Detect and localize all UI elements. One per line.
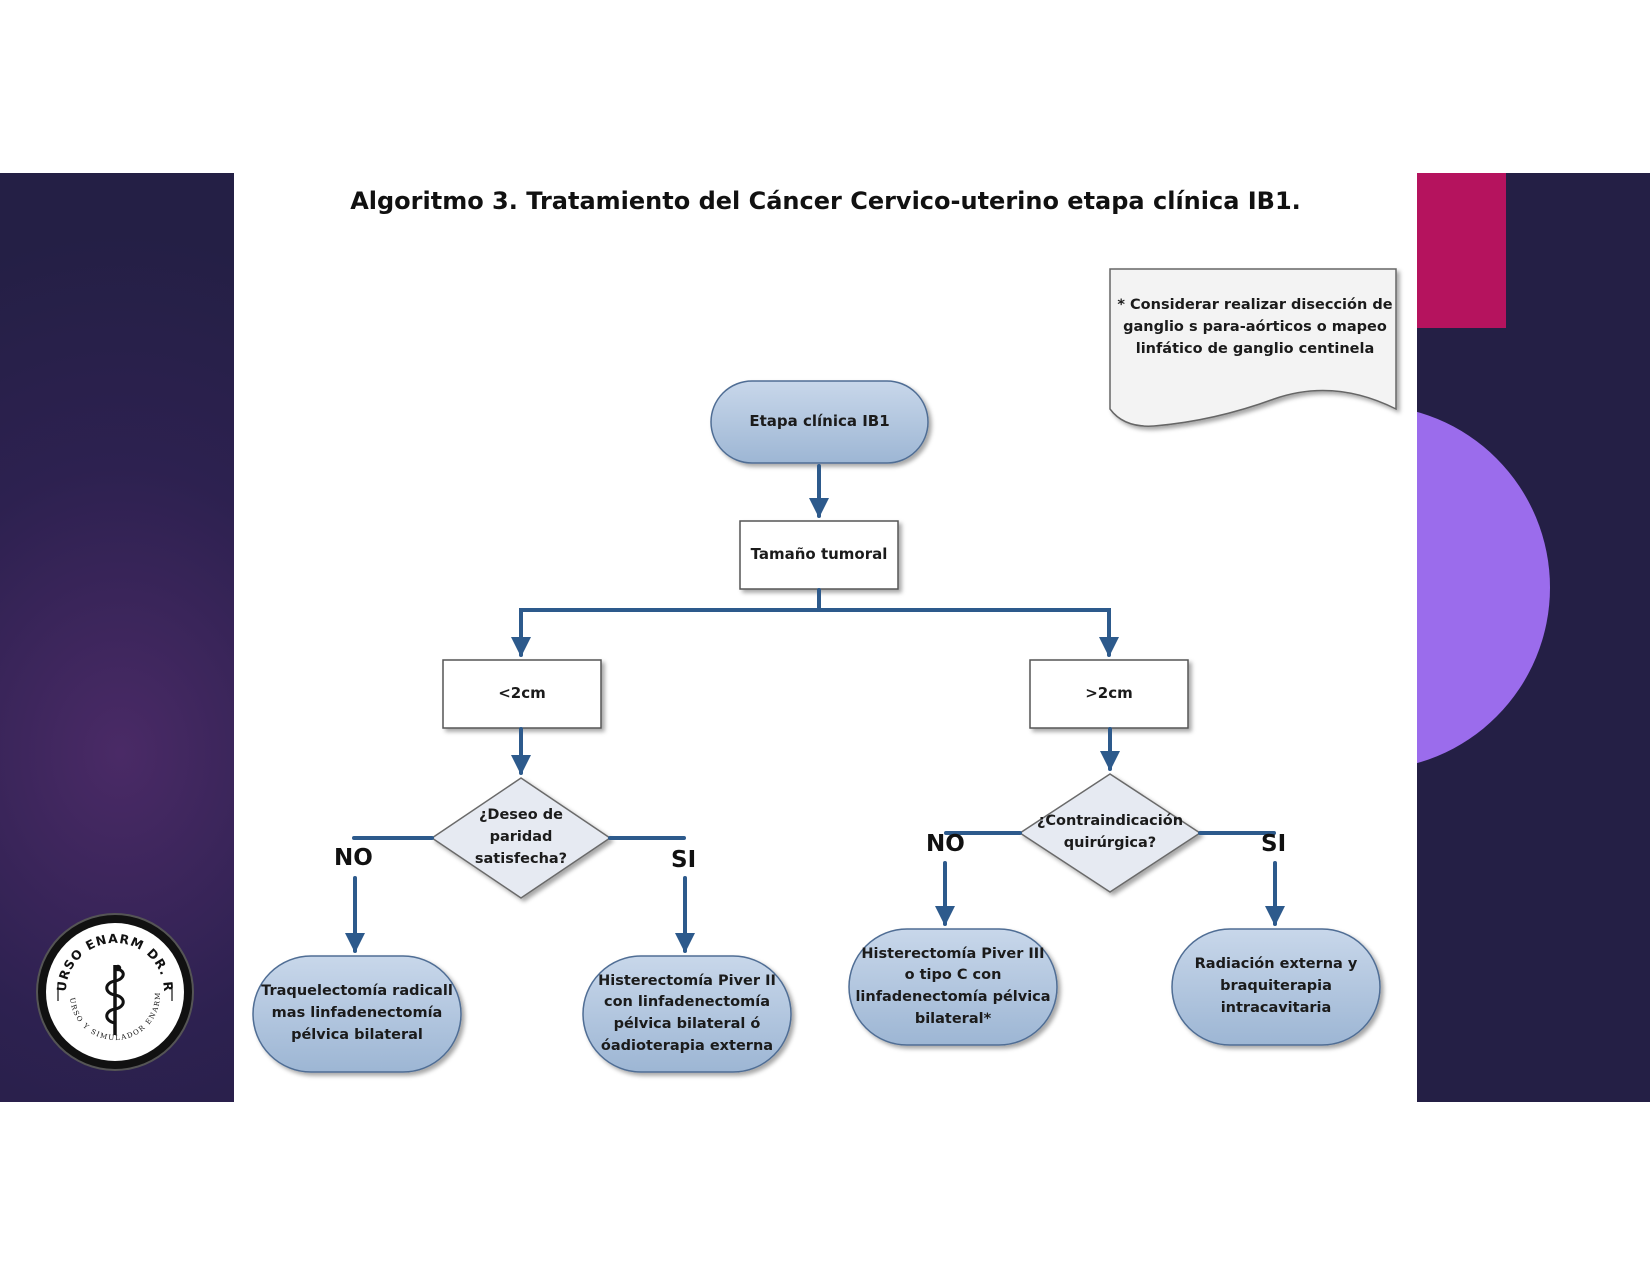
start-node: Etapa clínica IB1 bbox=[749, 412, 890, 431]
algorithm-panel: Algoritmo 3. Tratamiento del Cáncer Cerv… bbox=[234, 173, 1417, 1102]
split-connector-right bbox=[817, 608, 1119, 657]
page-title: Algoritmo 3. Tratamiento del Cáncer Cerv… bbox=[350, 187, 1301, 215]
tumor-size-node: Tamaño tumoral bbox=[750, 545, 888, 564]
lt2-box-shape bbox=[442, 659, 602, 729]
piver3-outcome-node: Histerectomía Piver III o tipo C con lin… bbox=[855, 945, 1051, 1027]
slide-background: Algoritmo 3. Tratamiento del Cáncer Cerv… bbox=[0, 173, 1650, 1102]
note-text: * Considerar realizar disección de gangl… bbox=[1117, 297, 1393, 357]
trach-outcome-shape bbox=[252, 955, 462, 1073]
flowchart-graphics bbox=[252, 268, 1397, 1073]
piver2-outcome-node: Histerectomía Piver II con linfadenectom… bbox=[598, 972, 776, 1054]
contra-si-label: SI bbox=[1261, 831, 1287, 857]
parity-diamond-shape bbox=[430, 777, 612, 899]
parity-question-node: ¿Deseo de paridad satisfecha? bbox=[474, 807, 568, 867]
split-connector bbox=[511, 588, 821, 657]
magenta-accent-block bbox=[1416, 173, 1506, 328]
contra-no-label: NO bbox=[926, 831, 965, 857]
piver2-outcome-shape bbox=[582, 955, 792, 1073]
note-shape bbox=[1109, 268, 1397, 427]
trach-outcome-node: Traquelectomía radicall mas linfadenecto… bbox=[261, 983, 453, 1043]
start-terminator-shape bbox=[710, 380, 929, 464]
caduceus-icon: CURSO ENARM DR. RE CURSO Y SIMULADOR ENA… bbox=[41, 911, 175, 1042]
piver3-outcome-shape bbox=[848, 928, 1058, 1046]
gt2-node: >2cm bbox=[1085, 684, 1133, 703]
contra-diamond-shape bbox=[1018, 773, 1202, 893]
lt2-node: <2cm bbox=[498, 684, 546, 703]
tumor-size-box-shape bbox=[739, 520, 899, 590]
parity-no-label: NO bbox=[334, 845, 373, 871]
contra-question-node: ¿Contraindicación quirúrgica? bbox=[1036, 813, 1184, 851]
radiation-outcome-shape bbox=[1171, 928, 1381, 1046]
course-logo: CURSO ENARM DR. RE CURSO Y SIMULADOR ENA… bbox=[38, 911, 192, 1069]
radiation-outcome-node: Radiación externa y braquiterapia intrac… bbox=[1194, 956, 1358, 1016]
parity-si-label: SI bbox=[671, 847, 697, 873]
